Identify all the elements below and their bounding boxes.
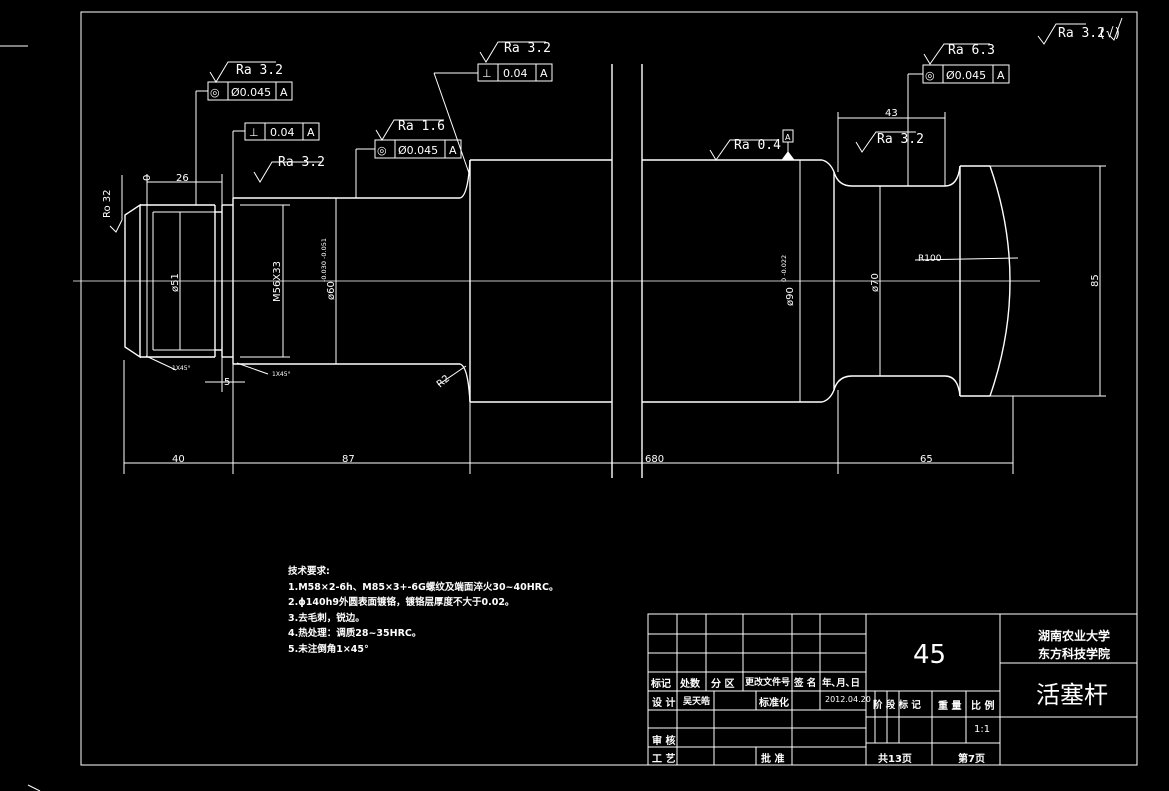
notes-line: 4.热处理：调质28~35HRC。 xyxy=(288,628,422,640)
tolerance-symbol: ◎ xyxy=(377,144,387,157)
title-block xyxy=(647,613,1138,766)
dimension-text: 5 xyxy=(224,377,230,388)
school-name: 东方科技学院 xyxy=(1038,647,1111,661)
tolerance-datum: A xyxy=(307,126,315,139)
tolerance-symbol: ◎ xyxy=(925,69,935,82)
roughness-label: Ra 3.2 xyxy=(236,63,283,78)
tolerance-datum: A xyxy=(540,67,548,80)
tb-label: 设 计 xyxy=(652,698,676,709)
tolerance-value: 0.04 xyxy=(503,67,528,80)
tb-label: 比 例 xyxy=(971,701,995,712)
datum-label: A xyxy=(785,133,791,142)
dimension-text: 680 xyxy=(645,454,664,465)
material-value: 45 xyxy=(913,640,947,670)
tb-label: 批 准 xyxy=(761,754,785,765)
dimension-text: 85 xyxy=(1090,274,1101,287)
dimension-text: ø90 xyxy=(785,287,796,306)
tb-label: 标准化 xyxy=(759,698,789,709)
dimension-tolerance: -0.030 -0.051 xyxy=(320,238,328,282)
design-date: 2012.04.20 xyxy=(825,695,871,704)
drawing-frame xyxy=(80,11,1138,766)
dimension-text: ø60 xyxy=(326,281,337,300)
tb-header: 处数 xyxy=(680,679,700,690)
page-number: 第7页 xyxy=(958,754,985,765)
tolerance-frames xyxy=(195,63,1010,205)
tolerance-datum: A xyxy=(449,144,457,157)
trim-mark xyxy=(27,784,41,791)
tb-label: 阶 段 标 记 xyxy=(873,700,921,711)
dimension-text: R2 xyxy=(435,373,452,390)
tolerance-datum: A xyxy=(997,69,1005,82)
dimension-text: ø51 xyxy=(170,273,181,292)
roughness-suffix: (√) xyxy=(1098,26,1121,41)
dimension-text: 1X45° xyxy=(172,365,191,372)
roughness-label: Ra 3.2 xyxy=(1058,26,1105,41)
tb-header: 标记 xyxy=(651,679,671,690)
notes-line: 2.ϕ140h9外圆表面镀铬，镀铬层厚度不大于0.02。 xyxy=(288,597,515,609)
scale-value: 1:1 xyxy=(974,724,991,735)
roughness-symbols xyxy=(109,17,1123,233)
tb-header: 更改文件号 xyxy=(745,678,791,688)
dimension-text: 26 xyxy=(176,173,189,184)
tb-label: 重 量 xyxy=(938,701,962,712)
tolerance-value: Ø0.045 xyxy=(398,144,438,157)
notes-line: 1.M58×2-6h、M85×3+-6G螺纹及端面淬火30~40HRC。 xyxy=(288,581,559,593)
notes-title: 技术要求: xyxy=(288,566,330,577)
notes-line: 5.未注倒角1×45° xyxy=(288,643,369,655)
part-name: 活塞杆 xyxy=(1036,681,1108,709)
roughness-label: Ra 1.6 xyxy=(398,119,445,134)
dimension-text: ø70 xyxy=(870,273,881,292)
roughness-label: Ro 32 xyxy=(102,189,113,218)
tb-header: 年､月､日 xyxy=(822,678,861,689)
dimension-tolerance: 0 -0.022 xyxy=(780,255,788,282)
tb-header: 签 名 xyxy=(794,678,817,689)
tb-header: 分 区 xyxy=(711,679,735,690)
dimension-text: 43 xyxy=(885,108,898,119)
part-outline xyxy=(124,159,1011,403)
roughness-label: Ra 6.3 xyxy=(948,43,995,58)
dimension-text: 0 xyxy=(142,175,153,181)
dimension-lines xyxy=(123,112,1106,474)
designer-name: 吴天皓 xyxy=(683,697,711,707)
tolerance-value: 0.04 xyxy=(270,126,295,139)
dimension-text: 1X45° xyxy=(272,371,291,378)
roughness-label: Ra 3.2 xyxy=(877,132,924,147)
tolerance-value: Ø0.045 xyxy=(946,69,986,82)
tolerance-symbol: ⊥ xyxy=(249,126,259,139)
roughness-label: Ra 3.2 xyxy=(278,155,325,170)
dimension-text: 40 xyxy=(172,454,185,465)
tolerance-symbol: ⊥ xyxy=(482,67,492,80)
school-name: 湖南农业大学 xyxy=(1038,629,1111,643)
dimension-text: 87 xyxy=(342,454,355,465)
roughness-label: Ra 3.2 xyxy=(504,41,551,56)
total-pages: 共13页 xyxy=(878,754,912,765)
dimension-text: 65 xyxy=(920,454,933,465)
tolerance-value: Ø0.045 xyxy=(231,86,271,99)
technical-requirements: 技术要求: 1.M58×2-6h、M85×3+-6G螺纹及端面淬火30~40HR… xyxy=(288,564,558,658)
notes-line: 3.去毛刺，锐边。 xyxy=(288,612,365,624)
tolerance-datum: A xyxy=(280,86,288,99)
tb-label: 工 艺 xyxy=(652,754,676,765)
roughness-label: Ra 0.4 xyxy=(734,138,781,153)
dimension-text: M56X33 xyxy=(272,261,283,302)
dimension-text: R100 xyxy=(918,254,942,264)
tb-label: 审 核 xyxy=(652,736,676,747)
tolerance-symbol: ◎ xyxy=(210,86,220,99)
